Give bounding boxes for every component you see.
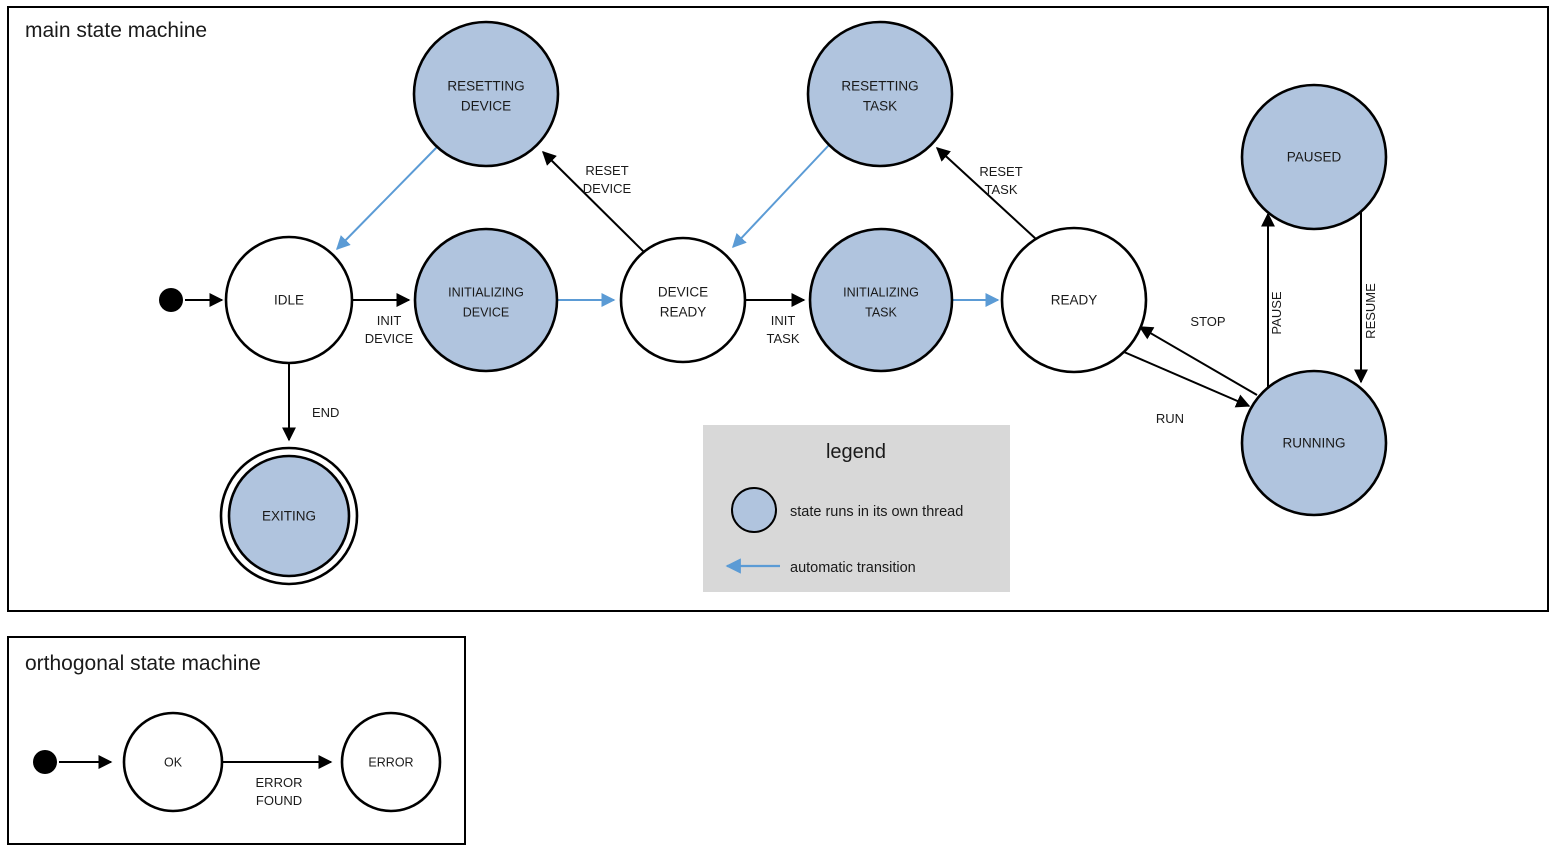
transition-device-ready-init-task[interactable]: INIT TASK [745,293,806,346]
state-label-idle: IDLE [274,293,304,308]
transition-paused-running[interactable]: RESUME [1354,211,1378,384]
edge-label-reset-task-line1: RESET [979,164,1022,179]
state-error[interactable]: ERROR [340,711,442,813]
state-label-error: ERROR [368,755,413,769]
final-state-inner-ring [227,454,351,578]
transition-ok-error[interactable]: ERROR FOUND [223,755,333,808]
state-label-resetting-device-line1: RESETTING [447,79,524,94]
state-resetting-task[interactable]: RESETTING TASK [806,20,954,168]
state-exiting[interactable]: EXITING [219,446,359,586]
legend-item-thread-state: state runs in its own thread [731,487,963,533]
transition-idle-exiting[interactable]: END [282,363,339,442]
state-initializing-device[interactable]: INITIALIZING DEVICE [413,227,559,373]
state-label-resetting-device-line2: DEVICE [461,99,511,114]
edge-label-reset-device-line1: RESET [585,163,628,178]
edge-label-error-found-line1: ERROR [256,775,303,790]
transition-ready-reset-task[interactable]: RESET TASK [935,147,1037,240]
main-state-machine-frame: main state machine [7,6,1549,612]
transition-running-paused[interactable]: PAUSE [1261,212,1284,408]
edge-label-resume: RESUME [1363,283,1378,339]
transition-resetting-device-idle[interactable] [336,146,438,250]
state-label-running: RUNNING [1283,436,1346,451]
legend-thread-state-swatch-icon [731,487,777,533]
orthogonal-state-machine-frame: orthogonal state machine [7,636,466,845]
transition-device-ready-reset-device[interactable]: RESET DEVICE [542,151,646,254]
state-idle[interactable]: IDLE [224,235,354,365]
main-frame-border [7,6,1549,612]
transition-idle-init-device[interactable]: INIT DEVICE [352,293,414,346]
edge-label-init-task-line1: INIT [771,313,796,328]
orthogonal-frame-title: orthogonal state machine [25,652,261,675]
state-resetting-device[interactable]: RESETTING DEVICE [412,20,560,168]
state-label-ready: READY [1051,293,1098,308]
state-ok[interactable]: OK [122,711,224,813]
state-label-resetting-task-line1: RESETTING [841,79,918,94]
state-device-ready[interactable]: DEVICE READY [619,236,747,364]
edge-label-reset-task-line2: TASK [985,182,1018,197]
state-running[interactable]: RUNNING [1240,369,1388,517]
main-states: IDLE RESETTING DEVICE INITIALIZING DEVIC… [159,20,1388,586]
edge-label-init-device-line2: DEVICE [365,331,414,346]
state-paused[interactable]: PAUSED [1240,83,1388,231]
main-transitions: INIT DEVICE RESET DEVICE END INIT TASK [185,144,1378,442]
orthogonal-initial-state-marker [33,750,57,774]
orthogonal-frame-border [7,636,466,845]
transition-ready-running[interactable]: RUN [1123,351,1251,426]
state-initializing-task[interactable]: INITIALIZING TASK [808,227,954,373]
edge-label-init-device-line1: INIT [377,313,402,328]
orthogonal-states: OK ERROR [33,711,442,813]
legend-auto-transition-text: automatic transition [790,560,916,576]
state-label-device-ready-line2: READY [660,305,707,320]
main-frame-title: main state machine [25,19,207,42]
state-label-ok: OK [164,755,183,769]
state-label-exiting: EXITING [262,509,316,524]
state-label-initializing-task-line1: INITIALIZING [843,285,919,299]
transition-running-ready[interactable]: STOP [1138,314,1258,396]
edge-label-run: RUN [1156,411,1184,426]
edge-label-pause: PAUSE [1269,291,1284,334]
legend-thread-state-text: state runs in its own thread [790,504,963,520]
edge-label-error-found-line2: FOUND [256,793,302,808]
edge-label-init-task-line2: TASK [767,331,800,346]
initial-state-marker [159,288,183,312]
state-label-initializing-task-line2: TASK [865,305,897,319]
legend-item-auto-transition: automatic transition [725,558,916,576]
edge-label-reset-device-line2: DEVICE [583,181,632,196]
state-ready[interactable]: READY [1000,226,1148,374]
legend-title: legend [826,441,886,463]
legend: legend state runs in its own thread auto… [703,425,1010,592]
state-label-initializing-device-line2: DEVICE [463,305,510,319]
orthogonal-transitions: ERROR FOUND [59,755,333,808]
edge-label-end: END [312,405,339,420]
transition-resetting-task-device-ready[interactable] [732,144,830,249]
state-label-initializing-device-line1: INITIALIZING [448,285,524,299]
state-label-device-ready-line1: DEVICE [658,285,708,300]
state-label-paused: PAUSED [1287,150,1342,165]
state-label-resetting-task-line2: TASK [863,99,897,114]
edge-label-stop: STOP [1190,314,1225,329]
